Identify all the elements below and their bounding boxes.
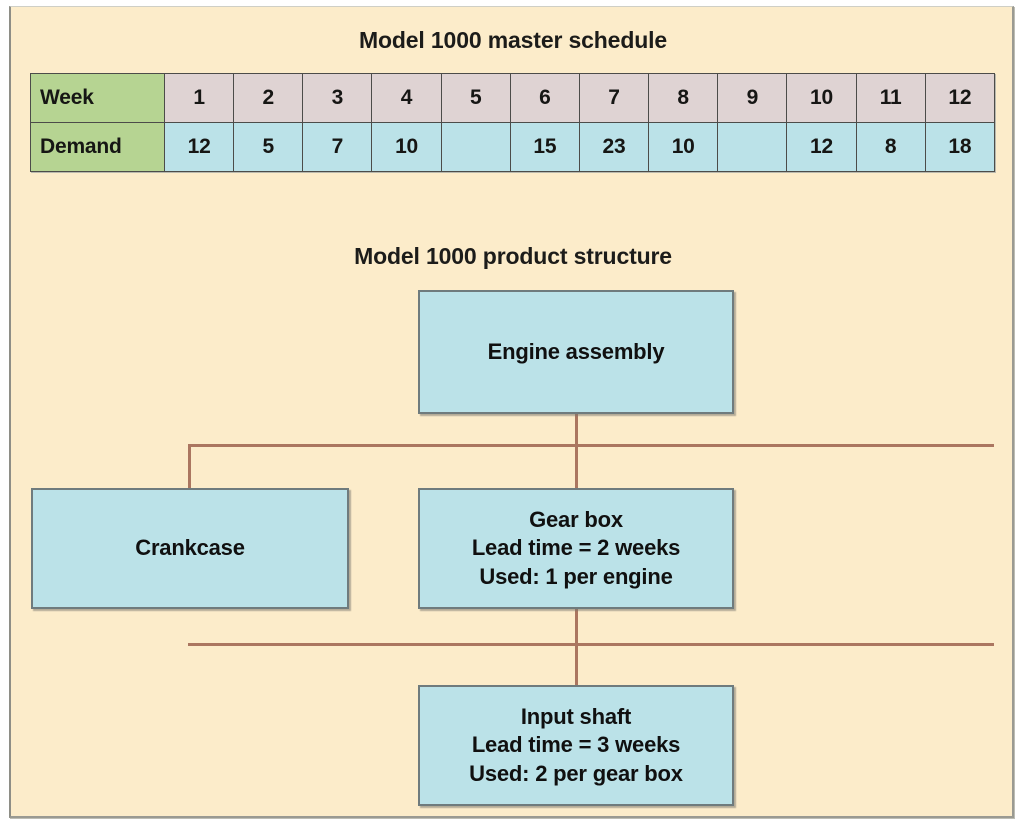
product-structure-title: Model 1000 product structure (354, 243, 672, 269)
demand-cell-12: 18 (924, 122, 996, 172)
week-cell-2: 2 (233, 73, 304, 123)
connector-input-shaft-drop (575, 643, 578, 687)
table-row-demand: Demand 12 5 7 10 15 23 10 12 8 18 (30, 122, 996, 172)
connector-engine-drop (575, 413, 578, 446)
week-cell-6: 6 (509, 73, 580, 123)
node-input-shaft[interactable]: Input shaft Lead time = 3 weeks Used: 2 … (418, 685, 734, 806)
connector-gearbox-down (575, 608, 578, 645)
demand-cell-10: 12 (786, 122, 857, 172)
week-cell-9: 9 (717, 73, 788, 123)
demand-cell-11: 8 (855, 122, 926, 172)
connector-level1-bus (188, 444, 994, 447)
node-gear-box[interactable]: Gear box Lead time = 2 weeks Used: 1 per… (418, 488, 734, 609)
week-cell-10: 10 (786, 73, 857, 123)
week-cell-1: 1 (163, 73, 235, 123)
week-cell-8: 8 (648, 73, 719, 123)
connector-level2-bus (188, 643, 994, 646)
node-gear-box-usage: Used: 1 per engine (479, 563, 673, 589)
demand-cell-8: 10 (648, 122, 719, 172)
row-header-demand: Demand (30, 122, 165, 172)
demand-cell-2: 5 (233, 122, 304, 172)
node-engine-assembly[interactable]: Engine assembly (418, 290, 734, 414)
row-header-week: Week (30, 73, 165, 123)
node-engine-assembly-title: Engine assembly (487, 338, 665, 364)
master-schedule-title: Model 1000 master schedule (358, 27, 667, 53)
week-cell-5: 5 (440, 73, 511, 123)
week-cell-12: 12 (924, 73, 996, 123)
node-crankcase-title: Crankcase (135, 535, 245, 561)
week-cell-4: 4 (371, 73, 442, 123)
demand-cell-3: 7 (302, 122, 373, 172)
connector-crankcase-drop (188, 444, 191, 490)
demand-cell-5 (440, 122, 511, 172)
demand-cell-9 (717, 122, 788, 172)
demand-cell-7: 23 (578, 122, 650, 172)
node-gear-box-title: Gear box (529, 507, 623, 533)
node-crankcase[interactable]: Crankcase (31, 488, 349, 609)
node-input-shaft-title: Input shaft (520, 704, 632, 730)
demand-cell-1: 12 (163, 122, 235, 172)
table-row-week: Week 1 2 3 4 5 6 7 8 9 10 11 12 (30, 73, 996, 123)
node-gear-box-lead-time: Lead time = 2 weeks (471, 535, 681, 561)
node-input-shaft-usage: Used: 2 per gear box (469, 760, 683, 786)
week-cell-11: 11 (855, 73, 926, 123)
node-input-shaft-lead-time: Lead time = 3 weeks (471, 732, 681, 758)
master-schedule-table: Week 1 2 3 4 5 6 7 8 9 10 11 12 Demand 1… (30, 73, 996, 172)
demand-cell-4: 10 (371, 122, 442, 172)
demand-cell-6: 15 (509, 122, 580, 172)
connector-gearbox-drop (575, 444, 578, 490)
week-cell-7: 7 (578, 73, 650, 123)
week-cell-3: 3 (302, 73, 373, 123)
